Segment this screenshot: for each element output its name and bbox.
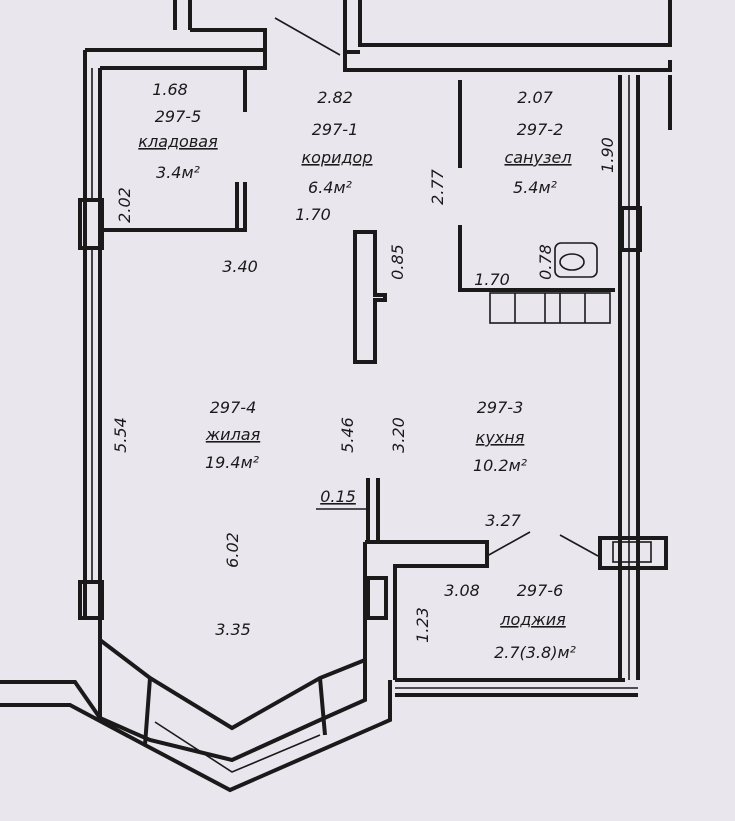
dimension: 0.85 <box>388 244 407 280</box>
dimension: 3.40 <box>222 257 258 276</box>
room-area: 2.7(3.8)м² <box>494 643 576 662</box>
dimension: 2.77 <box>428 168 447 204</box>
room-id: 297-5 <box>155 107 202 126</box>
room-id: 297-3 <box>477 398 524 417</box>
room-name: санузел <box>504 148 571 167</box>
dimension: 1.23 <box>413 607 432 643</box>
room-labels: 297-5 кладовая 3.4м² 297-1 коридор 6.4м²… <box>138 107 576 662</box>
column-middle <box>366 576 388 620</box>
dimension: 1.68 <box>152 80 188 99</box>
dimension: 3.20 <box>389 417 408 453</box>
room-id: 297-1 <box>312 120 359 139</box>
room-area: 6.4м² <box>308 178 353 197</box>
room-id: 297-2 <box>517 120 564 139</box>
dimension: 1.70 <box>295 205 331 224</box>
dimension: 0.15 <box>320 487 356 506</box>
dimension: 5.54 <box>111 417 130 453</box>
room-name: коридор <box>301 148 372 167</box>
dimension: 2.82 <box>317 88 353 107</box>
dimension: 3.08 <box>444 581 480 600</box>
dimension: 1.90 <box>598 137 617 173</box>
room-id: 297-4 <box>210 398 257 417</box>
column-right-bottom <box>598 536 668 570</box>
dimension: 2.07 <box>517 88 553 107</box>
room-name: кухня <box>476 428 525 447</box>
walls <box>0 0 672 793</box>
room-area: 10.2м² <box>473 456 528 475</box>
dimension: 0.78 <box>536 244 555 280</box>
dimension: 3.35 <box>215 620 251 639</box>
dimensions: 1.68 2.02 3.40 2.82 1.70 0.85 2.07 1.90 … <box>111 80 617 643</box>
room-name: кладовая <box>138 132 218 151</box>
dimension: 6.02 <box>223 532 242 568</box>
toilet-icon <box>554 242 598 278</box>
column-right-top <box>620 206 642 252</box>
room-name: лоджия <box>499 610 566 629</box>
kitchen-counter <box>489 292 611 324</box>
column-left-top <box>78 198 104 250</box>
column-left-bottom <box>78 580 104 620</box>
dimension: 5.46 <box>338 417 357 453</box>
room-name: жилая <box>205 425 261 444</box>
dimension: 2.02 <box>115 187 134 223</box>
room-area: 5.4м² <box>513 178 558 197</box>
room-area: 19.4м² <box>205 453 260 472</box>
dimension: 3.27 <box>485 511 521 530</box>
room-id: 297-6 <box>517 581 564 600</box>
dimension: 1.70 <box>474 270 510 289</box>
room-area: 3.4м² <box>156 163 201 182</box>
